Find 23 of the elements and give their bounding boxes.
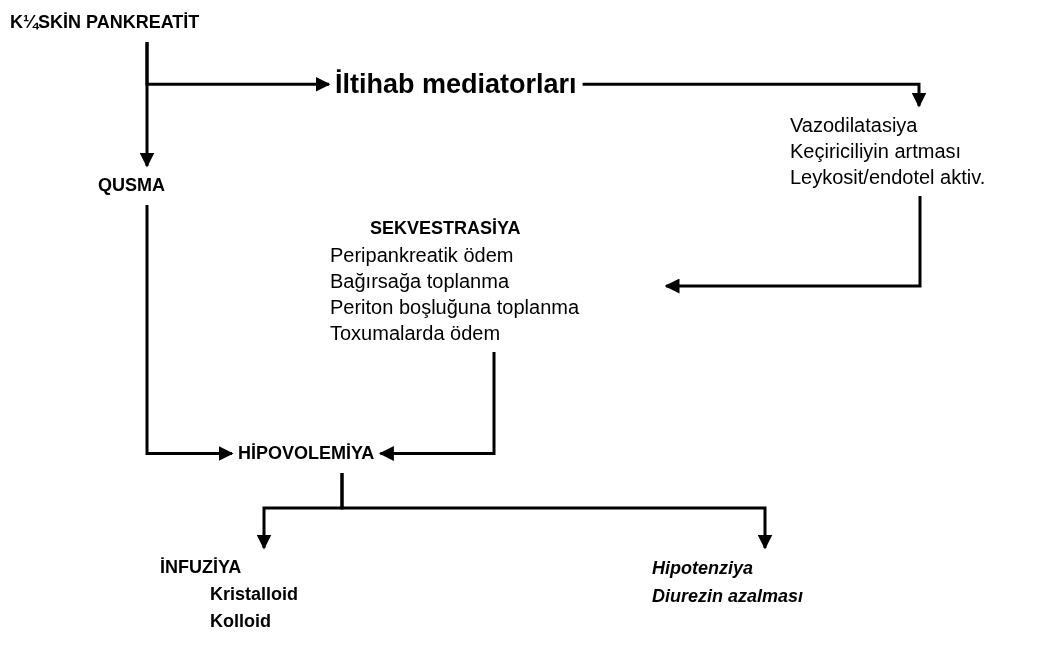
list-item: Periton boşluğuna toplanma: [330, 295, 580, 320]
list-item: Keçiriciliyin artması: [790, 139, 962, 164]
arrow: [145, 205, 234, 461]
list-item: Peripankreatik ödem: [330, 243, 514, 268]
list-item: Bağırsağa toplanma: [330, 269, 509, 294]
section-heading: SEKVESTRASİYA: [369, 217, 521, 240]
list-item: Kolloid: [210, 610, 271, 633]
list-item: Diurezin azalması: [652, 585, 804, 608]
arrow: [378, 352, 496, 461]
section-heading: İNFUZİYA: [160, 556, 242, 579]
arrow: [340, 473, 773, 550]
title-label: K¼SKİN PANKREATİT: [10, 11, 200, 34]
arrow: [582, 82, 927, 108]
arrow: [145, 42, 331, 92]
node-label: HİPOVOLEMİYA: [238, 442, 375, 465]
node-label: QUSMA: [98, 174, 165, 197]
list-item: Vazodilatasiya: [790, 113, 918, 138]
arrow: [664, 196, 922, 294]
list-item: Leykosit/endotel aktiv.: [790, 165, 986, 190]
list-item: Hipotenziya: [652, 557, 753, 580]
list-item: Toxumalarda ödem: [330, 321, 501, 346]
heading-label: İltihab mediatorları: [335, 68, 577, 101]
list-item: Kristalloid: [210, 583, 298, 606]
